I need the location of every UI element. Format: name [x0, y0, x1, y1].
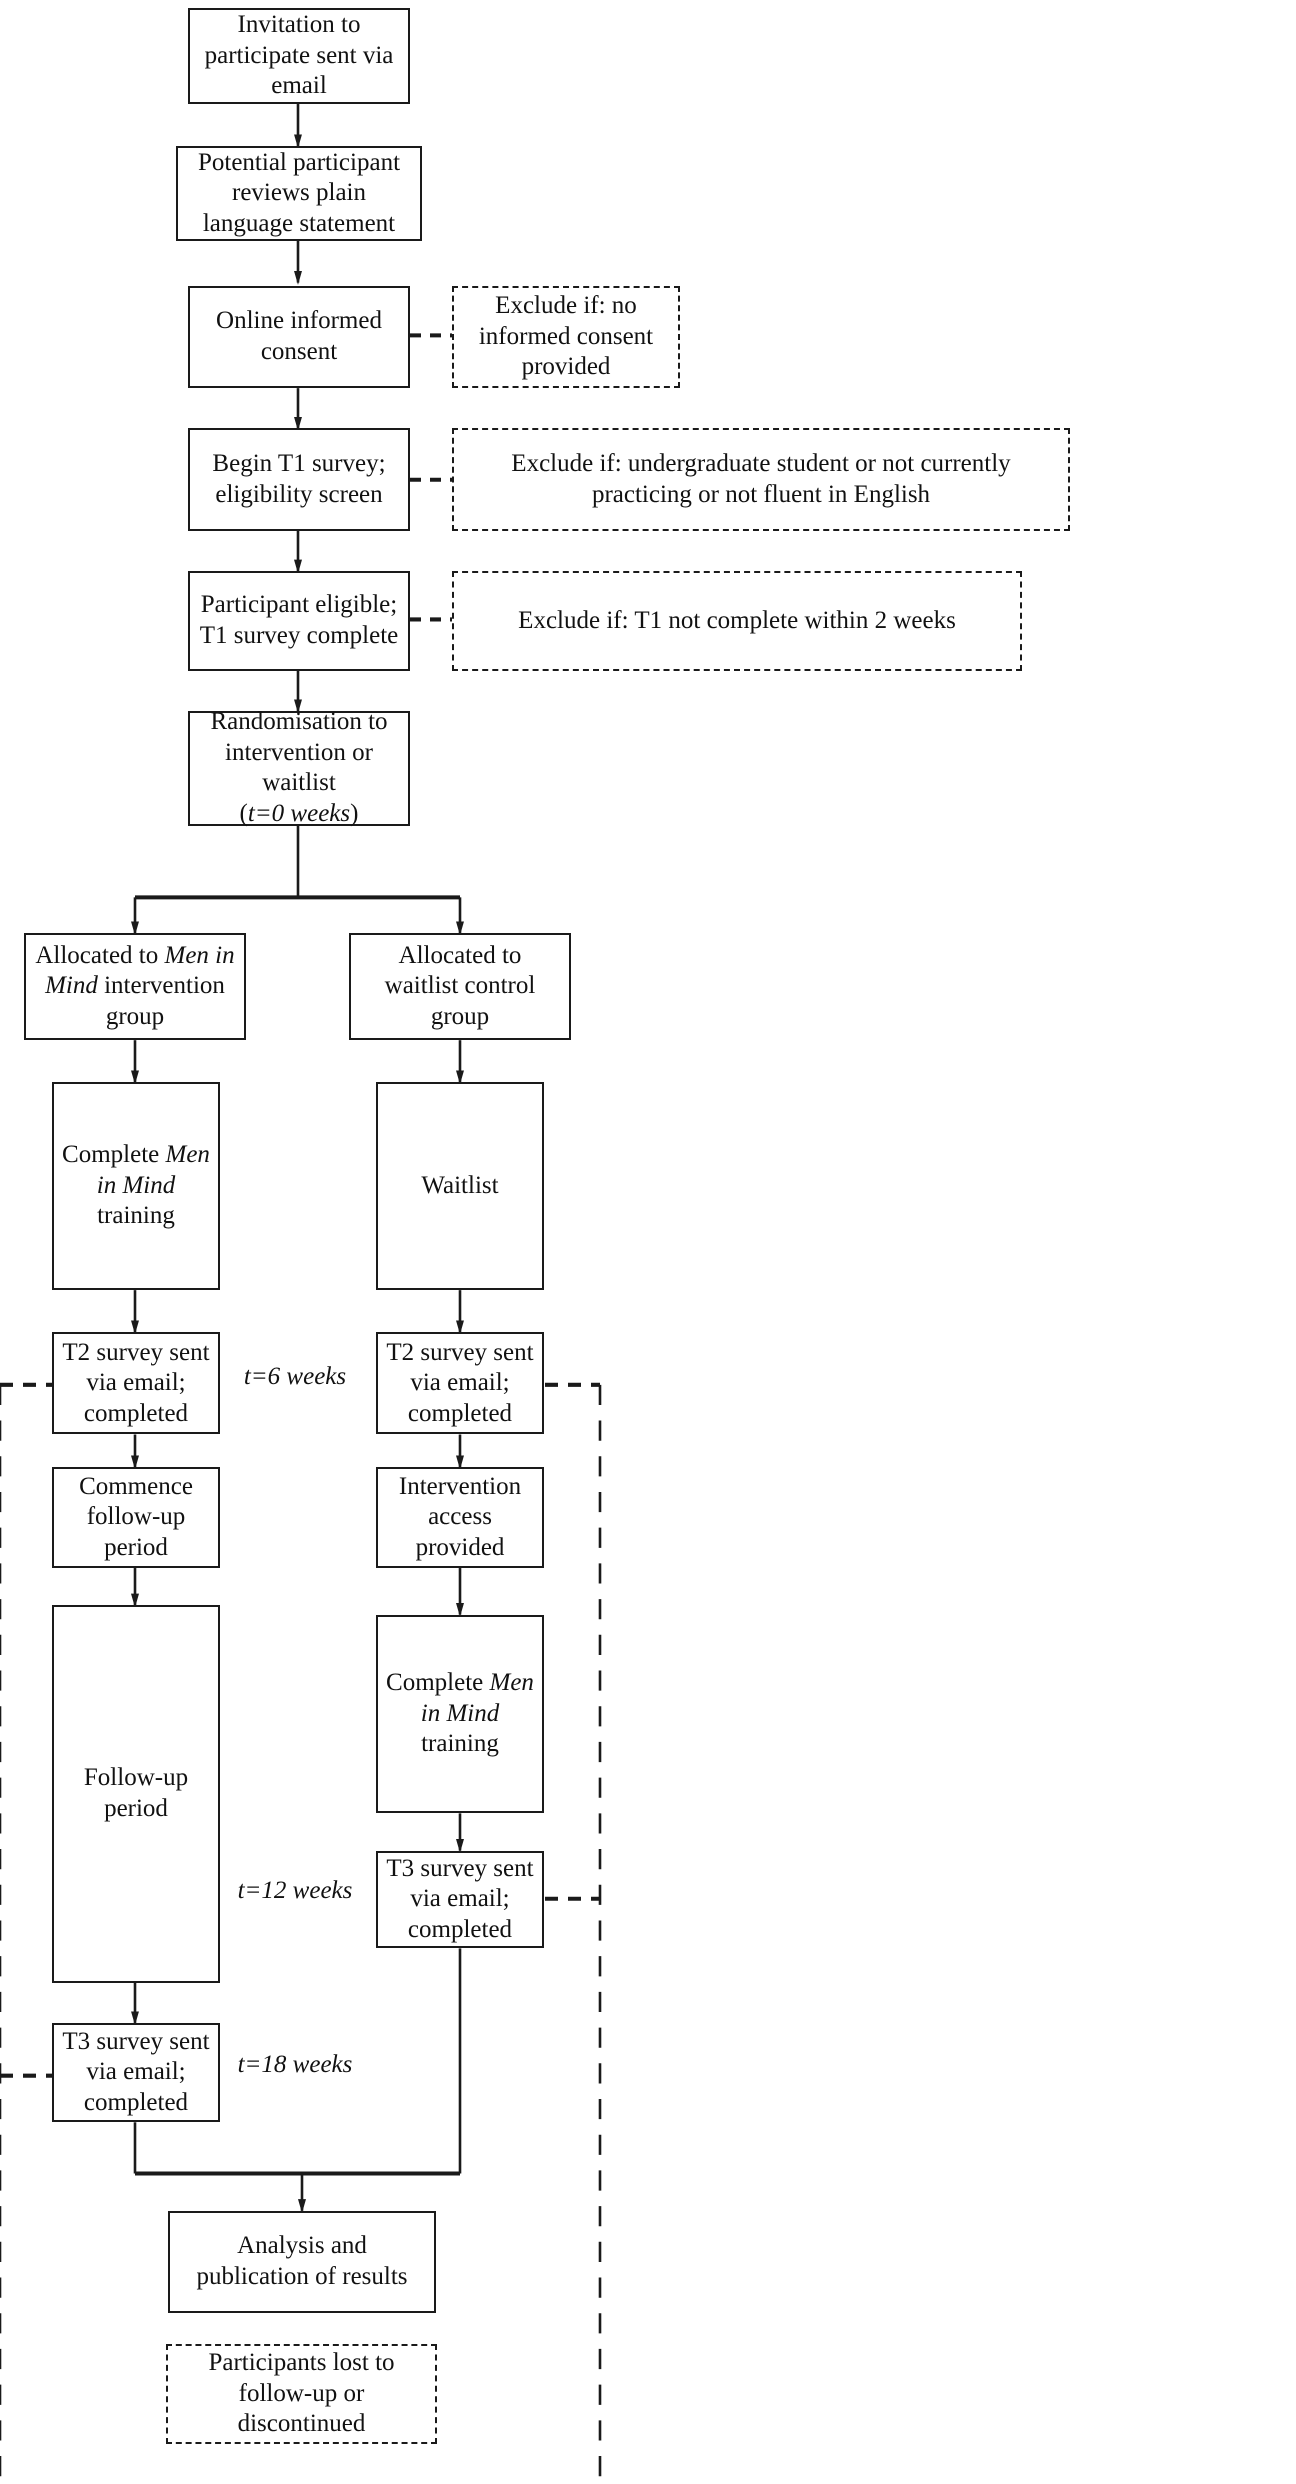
- node-waitlist: Waitlist: [376, 1082, 544, 1291]
- node-invitation: Invitation to participate sent via email: [188, 7, 410, 104]
- node-waitlist-label: Waitlist: [421, 1171, 499, 1199]
- alloc-int-post: intervention group: [97, 972, 225, 1030]
- node-lost-to-followup: Participants lost to follow-up or discon…: [166, 2344, 437, 2444]
- node-t2-left-label: T2 survey sent via email; completed: [62, 1338, 210, 1427]
- exclusion-eligibility-label: Exclude if: undergraduate student or not…: [511, 450, 1011, 508]
- train2-pre: Complete: [386, 1669, 490, 1697]
- node-analysis-label: Analysis and publication of results: [196, 2232, 408, 2290]
- node-followup-period: Follow-up period: [52, 1605, 220, 1983]
- node-randomisation-line2: intervention or waitlist: [225, 738, 373, 797]
- node-randomisation-line1: Randomisation to: [210, 708, 388, 736]
- node-begin-t1-label: Begin T1 survey; eligibility screen: [212, 450, 386, 508]
- exclusion-no-consent: Exclude if: no informed consent provided: [452, 285, 680, 389]
- alloc-int-em: Men in Mind: [45, 941, 235, 1000]
- node-t3-right-label: T3 survey sent via email; completed: [386, 1854, 534, 1943]
- train-post: training: [97, 1202, 175, 1230]
- node-intervention-access: Intervention access provided: [376, 1467, 544, 1569]
- node-intervention-access-label: Intervention access provided: [398, 1472, 522, 1561]
- node-t2-survey-intervention: T2 survey sent via email; completed: [52, 1332, 220, 1435]
- node-allocated-waitlist-label: Allocated to waitlist control group: [384, 941, 536, 1030]
- exclusion-no-consent-label: Exclude if: no informed consent provided: [478, 292, 654, 381]
- node-allocated-intervention-label: Allocated to Men in Mind intervention gr…: [34, 941, 236, 1033]
- train2-post: training: [421, 1730, 499, 1758]
- node-plain-language-label: Potential participant reviews plain lang…: [197, 148, 401, 237]
- node-participant-eligible: Participant eligible; T1 survey complete: [188, 571, 410, 671]
- node-participant-eligible-label: Participant eligible; T1 survey complete: [199, 591, 399, 649]
- randomisation-time-value: t=0 weeks: [247, 799, 351, 827]
- node-t2-right-label: T2 survey sent via email; completed: [386, 1338, 534, 1427]
- node-complete-training-label: Complete Men in Mind training: [62, 1140, 210, 1232]
- node-plain-language-statement: Potential participant reviews plain lang…: [176, 145, 422, 241]
- node-complete-training-intervention: Complete Men in Mind training: [52, 1082, 220, 1291]
- train-em: Men in Mind: [96, 1141, 210, 1199]
- exclusion-t1-window-label: Exclude if: T1 not complete within 2 wee…: [518, 606, 956, 634]
- node-lost-to-followup-label: Participants lost to follow-up or discon…: [208, 2349, 395, 2438]
- node-followup-period-label: Follow-up period: [83, 1764, 189, 1822]
- node-randomisation-time: (t=0 weeks): [239, 799, 359, 827]
- node-complete-training2-label: Complete Men in Mind training: [386, 1668, 534, 1760]
- node-consent-label: Online informed consent: [216, 307, 382, 365]
- time-label-18-weeks: t=18 weeks: [237, 2050, 353, 2078]
- train-pre: Complete: [62, 1141, 166, 1169]
- node-t3-survey-intervention: T3 survey sent via email; completed: [52, 2022, 220, 2123]
- node-analysis-publication: Analysis and publication of results: [168, 2210, 436, 2314]
- node-commence-followup: Commence follow-up period: [52, 1467, 220, 1569]
- exclusion-eligibility: Exclude if: undergraduate student or not…: [452, 428, 1070, 531]
- node-invitation-label: Invitation to participate sent via email: [204, 11, 394, 100]
- node-allocated-intervention: Allocated to Men in Mind intervention gr…: [24, 933, 246, 1041]
- train2-em: Men in Mind: [420, 1669, 534, 1727]
- node-t3-left-label: T3 survey sent via email; completed: [62, 2027, 210, 2116]
- time-label-6-weeks: t=6 weeks: [243, 1363, 347, 1391]
- time-label-12-weeks: t=12 weeks: [237, 1876, 353, 1904]
- node-online-informed-consent: Online informed consent: [188, 285, 410, 389]
- exclusion-t1-window: Exclude if: T1 not complete within 2 wee…: [452, 571, 1022, 671]
- node-commence-followup-label: Commence follow-up period: [79, 1472, 193, 1561]
- node-begin-t1-survey: Begin T1 survey; eligibility screen: [188, 428, 410, 531]
- node-complete-training-waitlist: Complete Men in Mind training: [376, 1614, 544, 1814]
- alloc-int-pre: Allocated to: [35, 941, 165, 969]
- node-t3-survey-waitlist: T3 survey sent via email; completed: [376, 1850, 544, 1949]
- node-allocated-waitlist: Allocated to waitlist control group: [349, 933, 571, 1041]
- node-randomisation: Randomisation to intervention or waitlis…: [188, 708, 410, 827]
- node-t2-survey-waitlist: T2 survey sent via email; completed: [376, 1332, 544, 1435]
